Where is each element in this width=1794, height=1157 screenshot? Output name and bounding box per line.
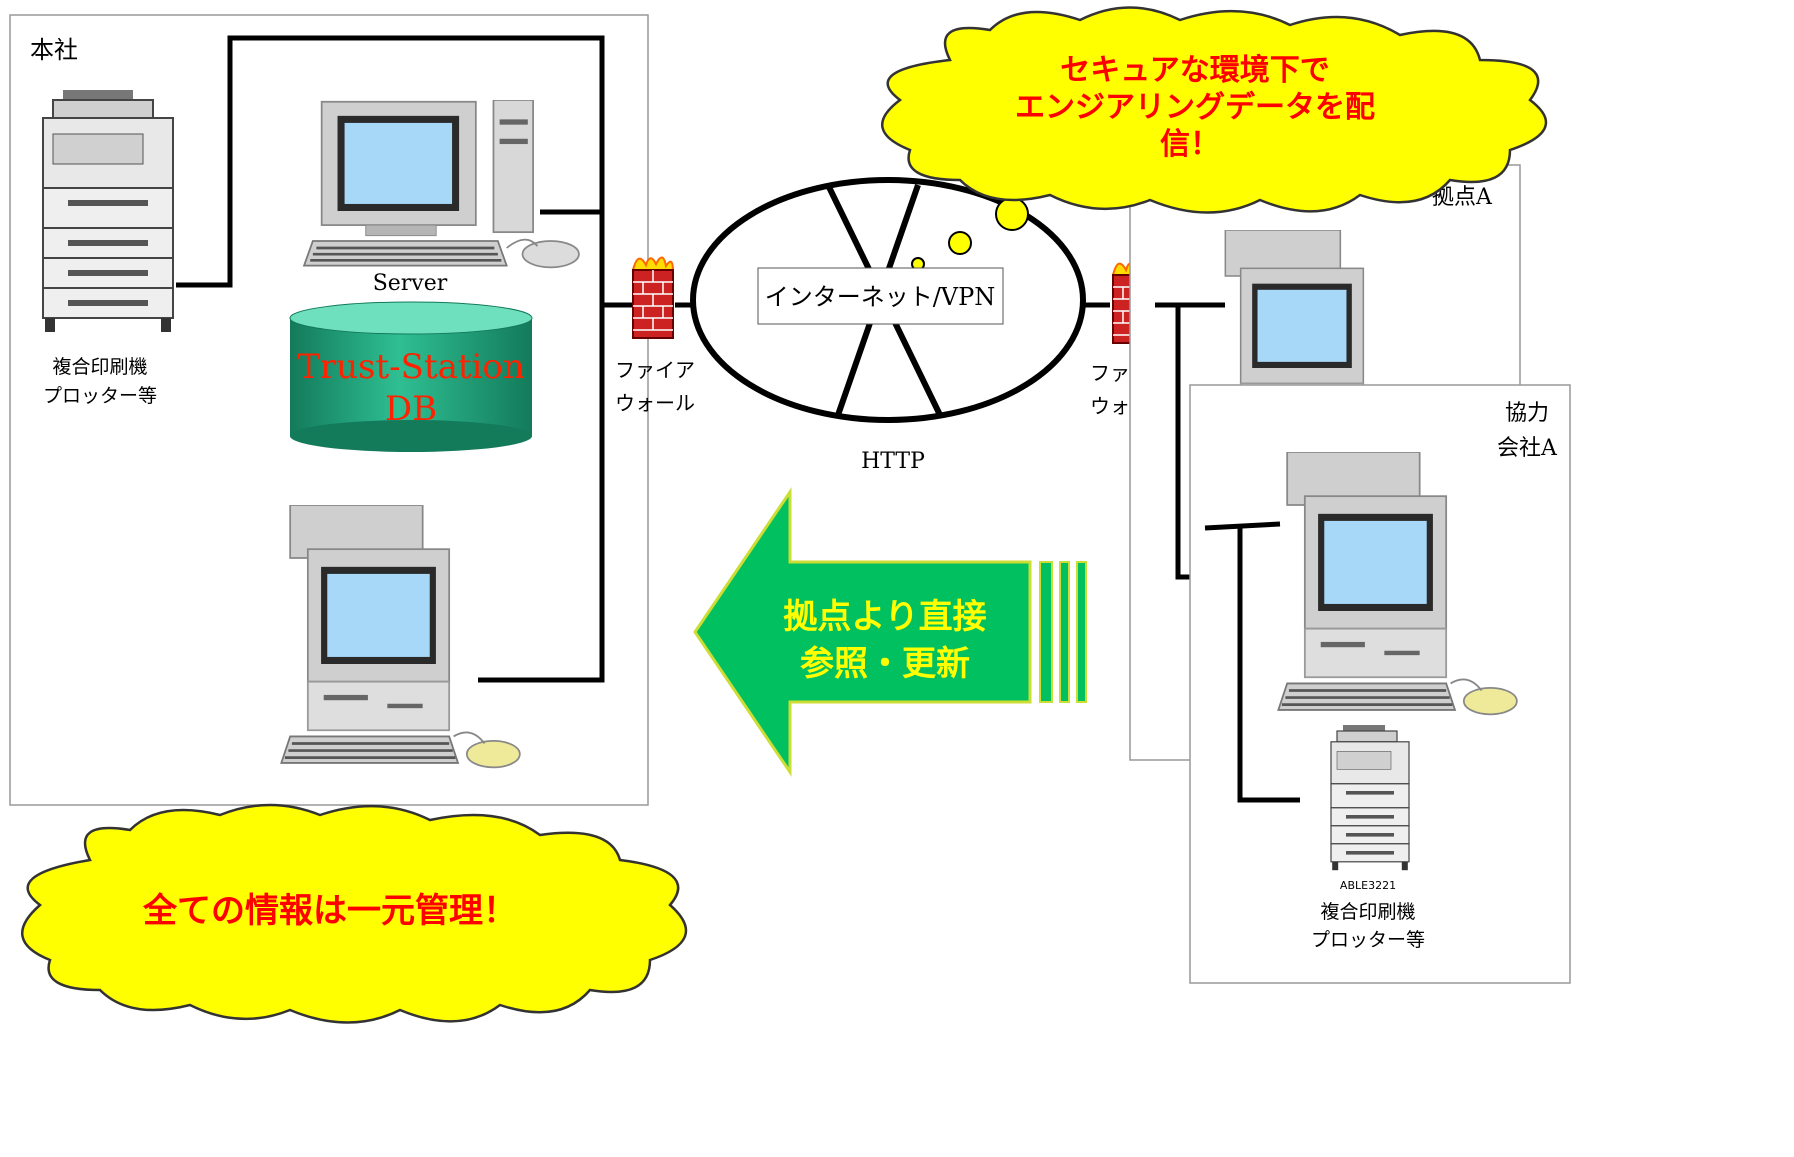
partner-printer-line2: プロッター等: [1311, 929, 1425, 951]
firewall-left-line1: ファイア: [615, 358, 695, 382]
secure-callout-line2: エンジアリングデータを配: [1015, 90, 1375, 125]
secure-callout-line1: セキュアな環境下で: [1060, 53, 1329, 88]
firewall-left-line2: ウォール: [615, 391, 695, 415]
secure-delivery-cloud: [881, 6, 1548, 214]
secure-callout-line3: 信！: [1160, 127, 1220, 162]
partner-label-line1: 協力: [1505, 401, 1549, 426]
firewall-left-icon: [632, 256, 674, 339]
direct-access-arrow: [693, 487, 1087, 777]
db-label-line1: Trust-Station: [297, 347, 525, 387]
db-label-line2: DB: [385, 389, 437, 429]
database-cylinder: [289, 301, 533, 452]
central-management-cloud: [21, 803, 688, 1024]
hq-printer-line1: 複合印刷機: [52, 356, 147, 378]
server-label: Server: [373, 271, 448, 296]
arrow-text-line2: 参照・更新: [800, 644, 970, 684]
internet-label-box: [757, 267, 1004, 325]
hq-printer-icon: [42, 90, 174, 333]
arrow-text-line1: 拠点より直接: [783, 597, 986, 637]
central-callout: 全ての情報は一元管理！: [142, 891, 517, 931]
protocol-label: HTTP: [861, 449, 925, 474]
partner-label-line2: 会社A: [1497, 436, 1558, 461]
partner-network-lines: [1204, 521, 1300, 803]
partner-printer-icon: [1330, 725, 1410, 871]
hq-printer-line2: プロッター等: [43, 385, 157, 407]
hq-label: 本社: [30, 36, 78, 64]
partner-printer-model: ABLE3221: [1340, 879, 1396, 892]
branch-network-lines: [1155, 302, 1225, 580]
internet-label: インターネット/VPN: [765, 283, 996, 311]
partner-printer-line1: 複合印刷機: [1320, 901, 1415, 923]
